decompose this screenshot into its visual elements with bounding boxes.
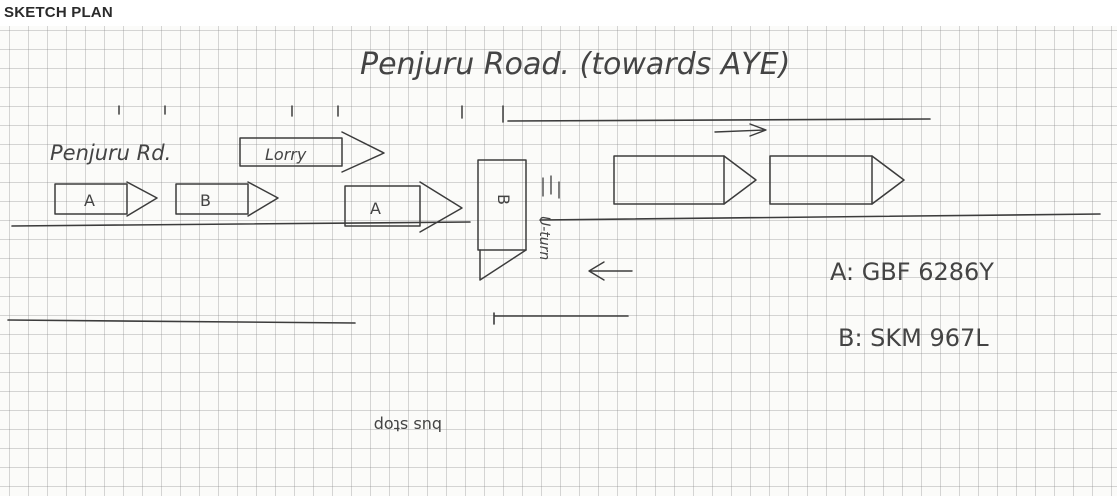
u-turn-label: U-turn — [536, 216, 552, 260]
vehicle-b-turning-shape — [478, 160, 526, 280]
legend-vehicle-b: B: SKM 967L — [838, 324, 989, 352]
lorry-shape — [240, 132, 384, 172]
road-edge-top-right — [508, 119, 930, 121]
tick-marks — [119, 106, 503, 122]
road-name-top: Penjuru Road. (towards AYE) — [360, 47, 790, 82]
legend-vehicle-a: A: GBF 6286Y — [830, 258, 994, 286]
vehicle-a-moving-label: A — [370, 199, 381, 218]
vehicle-right-2-shape — [770, 156, 904, 204]
lorry-label: Lorry — [265, 145, 307, 164]
sketch-canvas: Penjuru Road. (towards AYE) Penjuru Rd. — [0, 26, 1117, 496]
road-label: Penjuru Rd. — [50, 141, 171, 165]
vehicle-a-parked-label: A — [84, 191, 95, 210]
road-edge-middle-right — [540, 214, 1100, 220]
direction-arrow-left-icon — [589, 262, 632, 280]
vehicle-right-1-shape — [614, 156, 756, 204]
sketch-drawing: Penjuru Road. (towards AYE) Penjuru Rd. — [0, 26, 1117, 496]
vehicle-b-turning-label: B — [494, 194, 513, 205]
road-edge-lower-left — [8, 320, 355, 323]
page-title: SKETCH PLAN — [4, 4, 113, 21]
skid-marks — [543, 176, 559, 198]
direction-arrow-right-icon — [715, 124, 766, 136]
vehicle-b-parked-label: B — [200, 191, 211, 210]
bus-stop-label: bus stop — [374, 416, 442, 435]
road-edges — [8, 119, 1100, 324]
vehicle-b-parked-shape — [176, 182, 278, 216]
vehicle-a-moving-shape — [345, 182, 462, 232]
vehicle-a-parked-shape — [55, 182, 157, 216]
